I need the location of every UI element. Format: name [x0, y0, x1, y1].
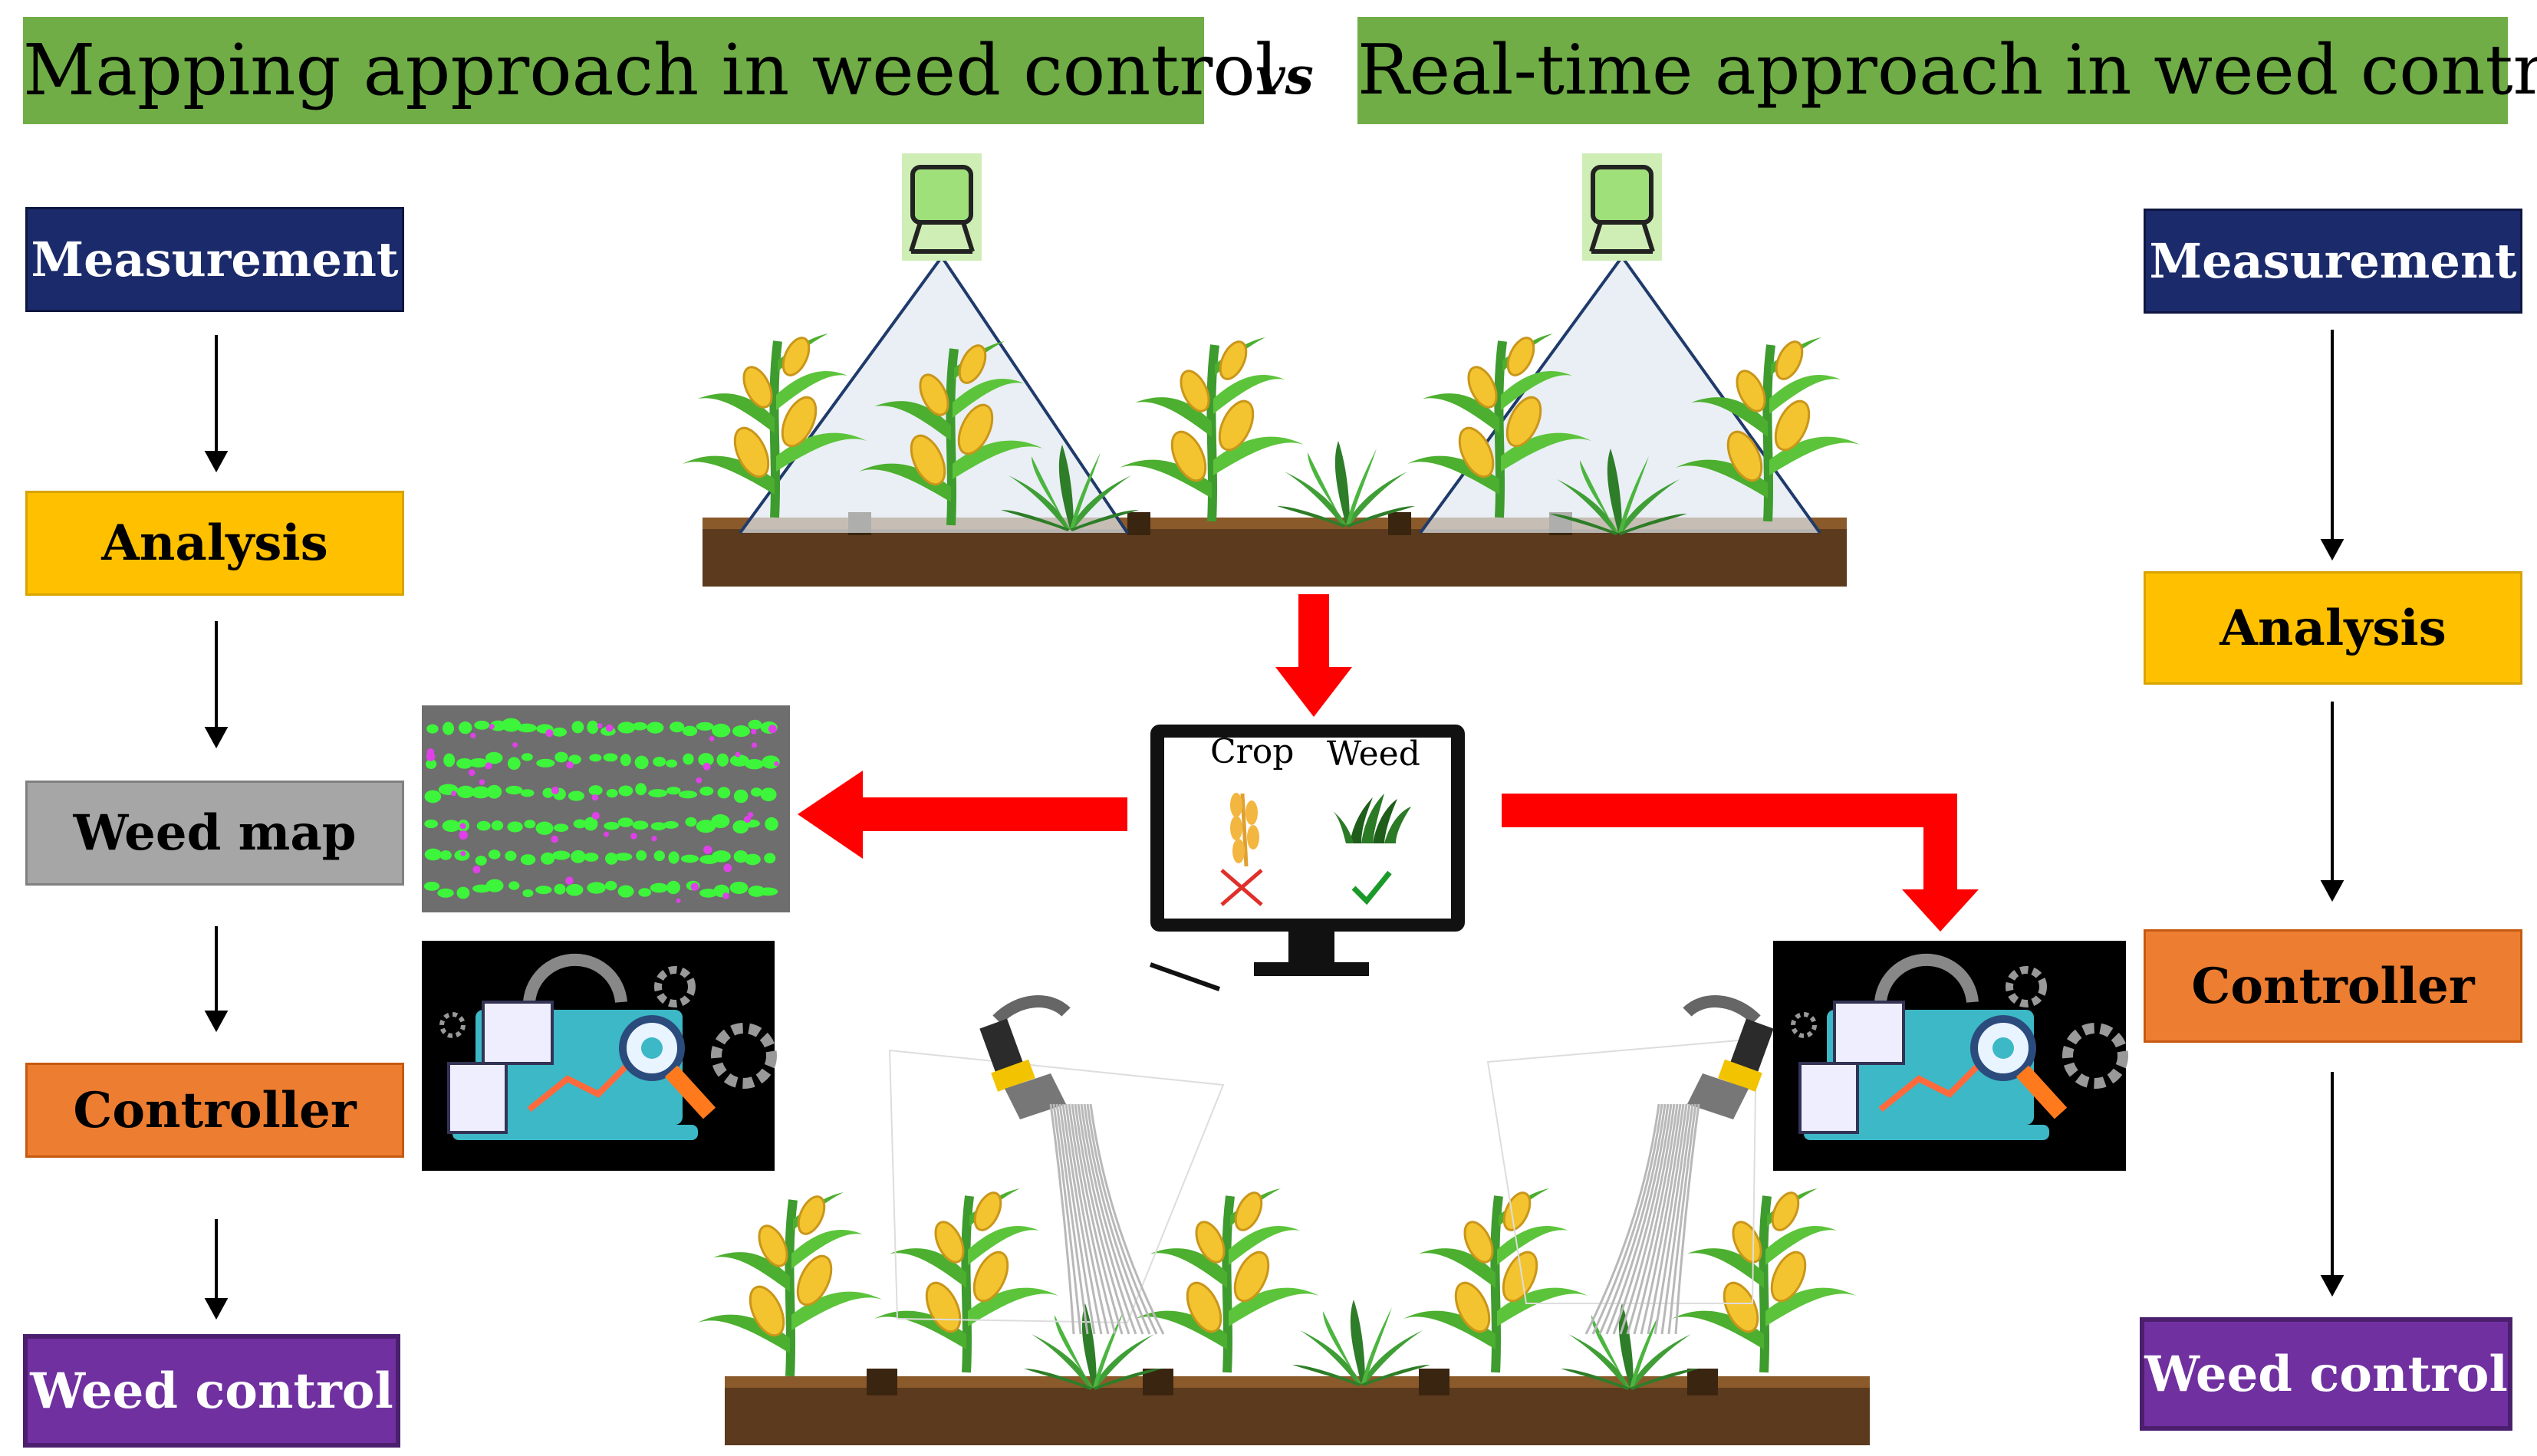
check-icon — [1351, 870, 1392, 905]
weed-map-box: Weed map — [25, 781, 404, 886]
arrow-field-to-monitor — [1275, 594, 1352, 717]
vs-label: vs — [1255, 46, 1314, 106]
analytics-panel-left — [422, 941, 775, 1171]
sprayer-left — [888, 1001, 1225, 1335]
mapping-approach-title: Mapping approach in weed control — [23, 17, 1278, 124]
sprayer-right — [1486, 1001, 1774, 1335]
classifier-monitor — [1149, 725, 1465, 991]
left-measurement-box: Measurement — [25, 207, 404, 312]
right-controller-box: Controller — [2144, 929, 2522, 1043]
left-controller-box: Controller — [25, 1063, 404, 1158]
left-analysis-box: Analysis — [25, 491, 404, 596]
weed-map-image — [422, 705, 790, 912]
grass-icon — [1333, 794, 1411, 843]
left-weed-control-box: Weed control — [23, 1334, 400, 1448]
cross-icon — [1220, 869, 1263, 906]
right-flow-arrows — [2320, 330, 2345, 1297]
right-weed-control-box: Weed control — [2140, 1317, 2512, 1431]
crop-label: Crop — [1210, 732, 1295, 771]
bottom-field — [725, 1369, 1870, 1445]
weed-label: Weed — [1327, 735, 1420, 774]
arrow-monitor-to-weedmap — [798, 771, 1127, 859]
right-analysis-box: Analysis — [2144, 571, 2522, 685]
right-measurement-box: Measurement — [2144, 209, 2522, 314]
wheat-icon — [1230, 793, 1259, 867]
analytics-panel-right — [1773, 941, 2126, 1171]
realtime-approach-title: Real-time approach in weed control — [1357, 17, 2537, 124]
arrow-monitor-to-controller — [1502, 794, 1979, 932]
left-flow-arrows — [204, 335, 229, 1320]
